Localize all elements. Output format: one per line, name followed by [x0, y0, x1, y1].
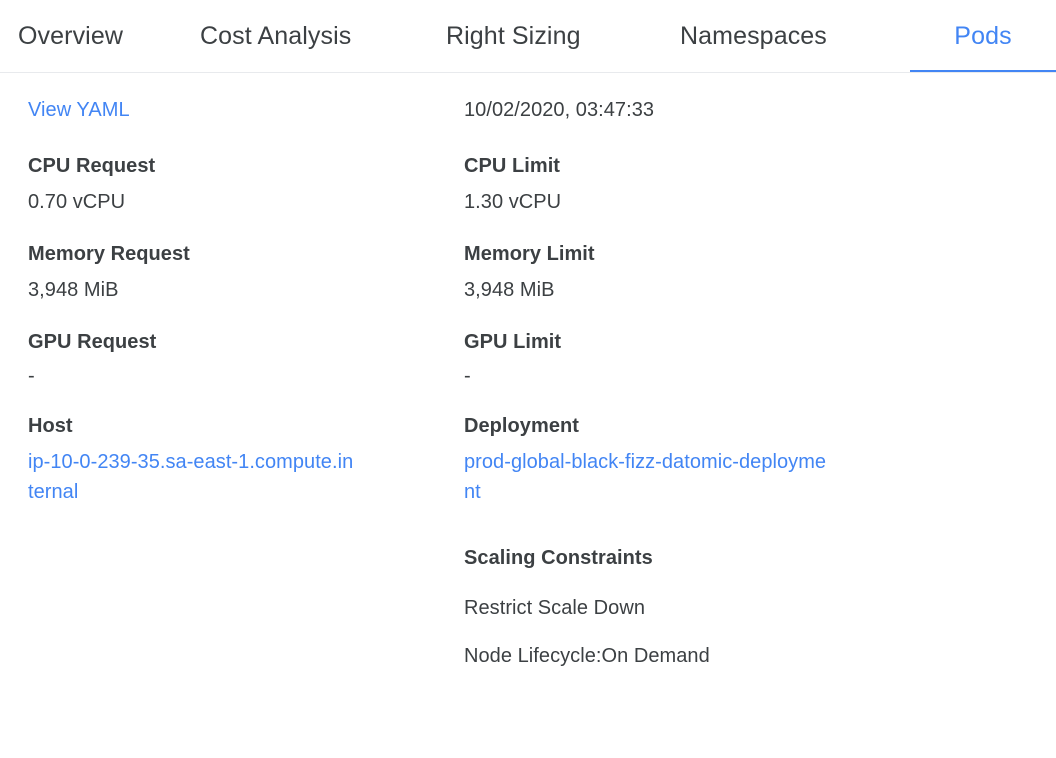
- field-cpu-request: CPU Request 0.70 vCPU: [28, 153, 464, 217]
- cpu-request-label: CPU Request: [28, 155, 156, 177]
- detail-columns: View YAML CPU Request 0.70 vCPU Memory R…: [0, 95, 1056, 695]
- gpu-request-label: GPU Request: [28, 331, 157, 353]
- scaling-label-spacer: [464, 579, 1056, 593]
- memory-request-value: 3,948 MiB: [28, 279, 119, 301]
- cpu-limit-label: CPU Limit: [464, 155, 561, 177]
- field-gpu-request: GPU Request -: [28, 329, 464, 389]
- scaling-constraints-label: Scaling Constraints: [464, 547, 653, 569]
- host-link[interactable]: ip-10-0-239-35.sa-east-1.compute.interna…: [28, 451, 354, 503]
- pod-detail-panel: View YAML CPU Request 0.70 vCPU Memory R…: [0, 73, 1056, 695]
- tab-overview[interactable]: Overview: [0, 0, 200, 73]
- cpu-request-value: 0.70 vCPU: [28, 191, 126, 213]
- tab-pods[interactable]: Pods: [910, 0, 1056, 73]
- memory-limit-label: Memory Limit: [464, 243, 595, 265]
- host-label: Host: [28, 415, 73, 437]
- cpu-limit-value: 1.30 vCPU: [464, 191, 562, 213]
- gpu-limit-value: -: [464, 365, 471, 387]
- tab-right-sizing[interactable]: Right Sizing: [446, 0, 680, 73]
- tab-overview-label: Overview: [18, 22, 123, 50]
- view-yaml-link[interactable]: View YAML: [28, 99, 130, 121]
- detail-column-right: 10/02/2020, 03:47:33 CPU Limit 1.30 vCPU…: [464, 95, 1056, 695]
- scaling-constraint-item: Node Lifecycle:On Demand: [464, 645, 710, 667]
- tab-namespaces-label: Namespaces: [680, 22, 827, 50]
- field-scaling-constraints: Scaling Constraints Restrict Scale Down …: [464, 545, 1056, 671]
- scaling-constraint-item: Restrict Scale Down: [464, 597, 646, 619]
- field-cpu-limit: CPU Limit 1.30 vCPU: [464, 153, 1056, 217]
- memory-request-label: Memory Request: [28, 243, 190, 265]
- detail-column-left: View YAML CPU Request 0.70 vCPU Memory R…: [0, 95, 464, 531]
- tab-namespaces[interactable]: Namespaces: [680, 0, 910, 73]
- deployment-link[interactable]: prod-global-black-fizz-datomic-deploymen…: [464, 451, 827, 503]
- field-gpu-limit: GPU Limit -: [464, 329, 1056, 389]
- deployment-label: Deployment: [464, 415, 579, 437]
- gpu-request-value: -: [28, 365, 35, 387]
- tab-list: Overview Cost Analysis Right Sizing Name…: [0, 0, 1056, 73]
- tab-bar: Overview Cost Analysis Right Sizing Name…: [0, 0, 1056, 73]
- field-view-yaml: View YAML: [28, 95, 464, 125]
- tab-bar-divider: [0, 72, 1056, 73]
- field-timestamp: 10/02/2020, 03:47:33: [464, 95, 1056, 125]
- gpu-limit-label: GPU Limit: [464, 331, 562, 353]
- scaling-section-spacer: [464, 531, 1056, 545]
- field-deployment: Deployment prod-global-black-fizz-datomi…: [464, 413, 1056, 507]
- tab-pods-underline: [910, 70, 1056, 73]
- tab-pods-label: Pods: [954, 22, 1012, 50]
- field-memory-request: Memory Request 3,948 MiB: [28, 241, 464, 305]
- tab-right-sizing-label: Right Sizing: [446, 22, 581, 50]
- tab-cost-analysis[interactable]: Cost Analysis: [200, 0, 446, 73]
- timestamp-value: 10/02/2020, 03:47:33: [464, 99, 655, 121]
- field-memory-limit: Memory Limit 3,948 MiB: [464, 241, 1056, 305]
- memory-limit-value: 3,948 MiB: [464, 279, 555, 301]
- field-host: Host ip-10-0-239-35.sa-east-1.compute.in…: [28, 413, 464, 507]
- tab-cost-analysis-label: Cost Analysis: [200, 22, 352, 50]
